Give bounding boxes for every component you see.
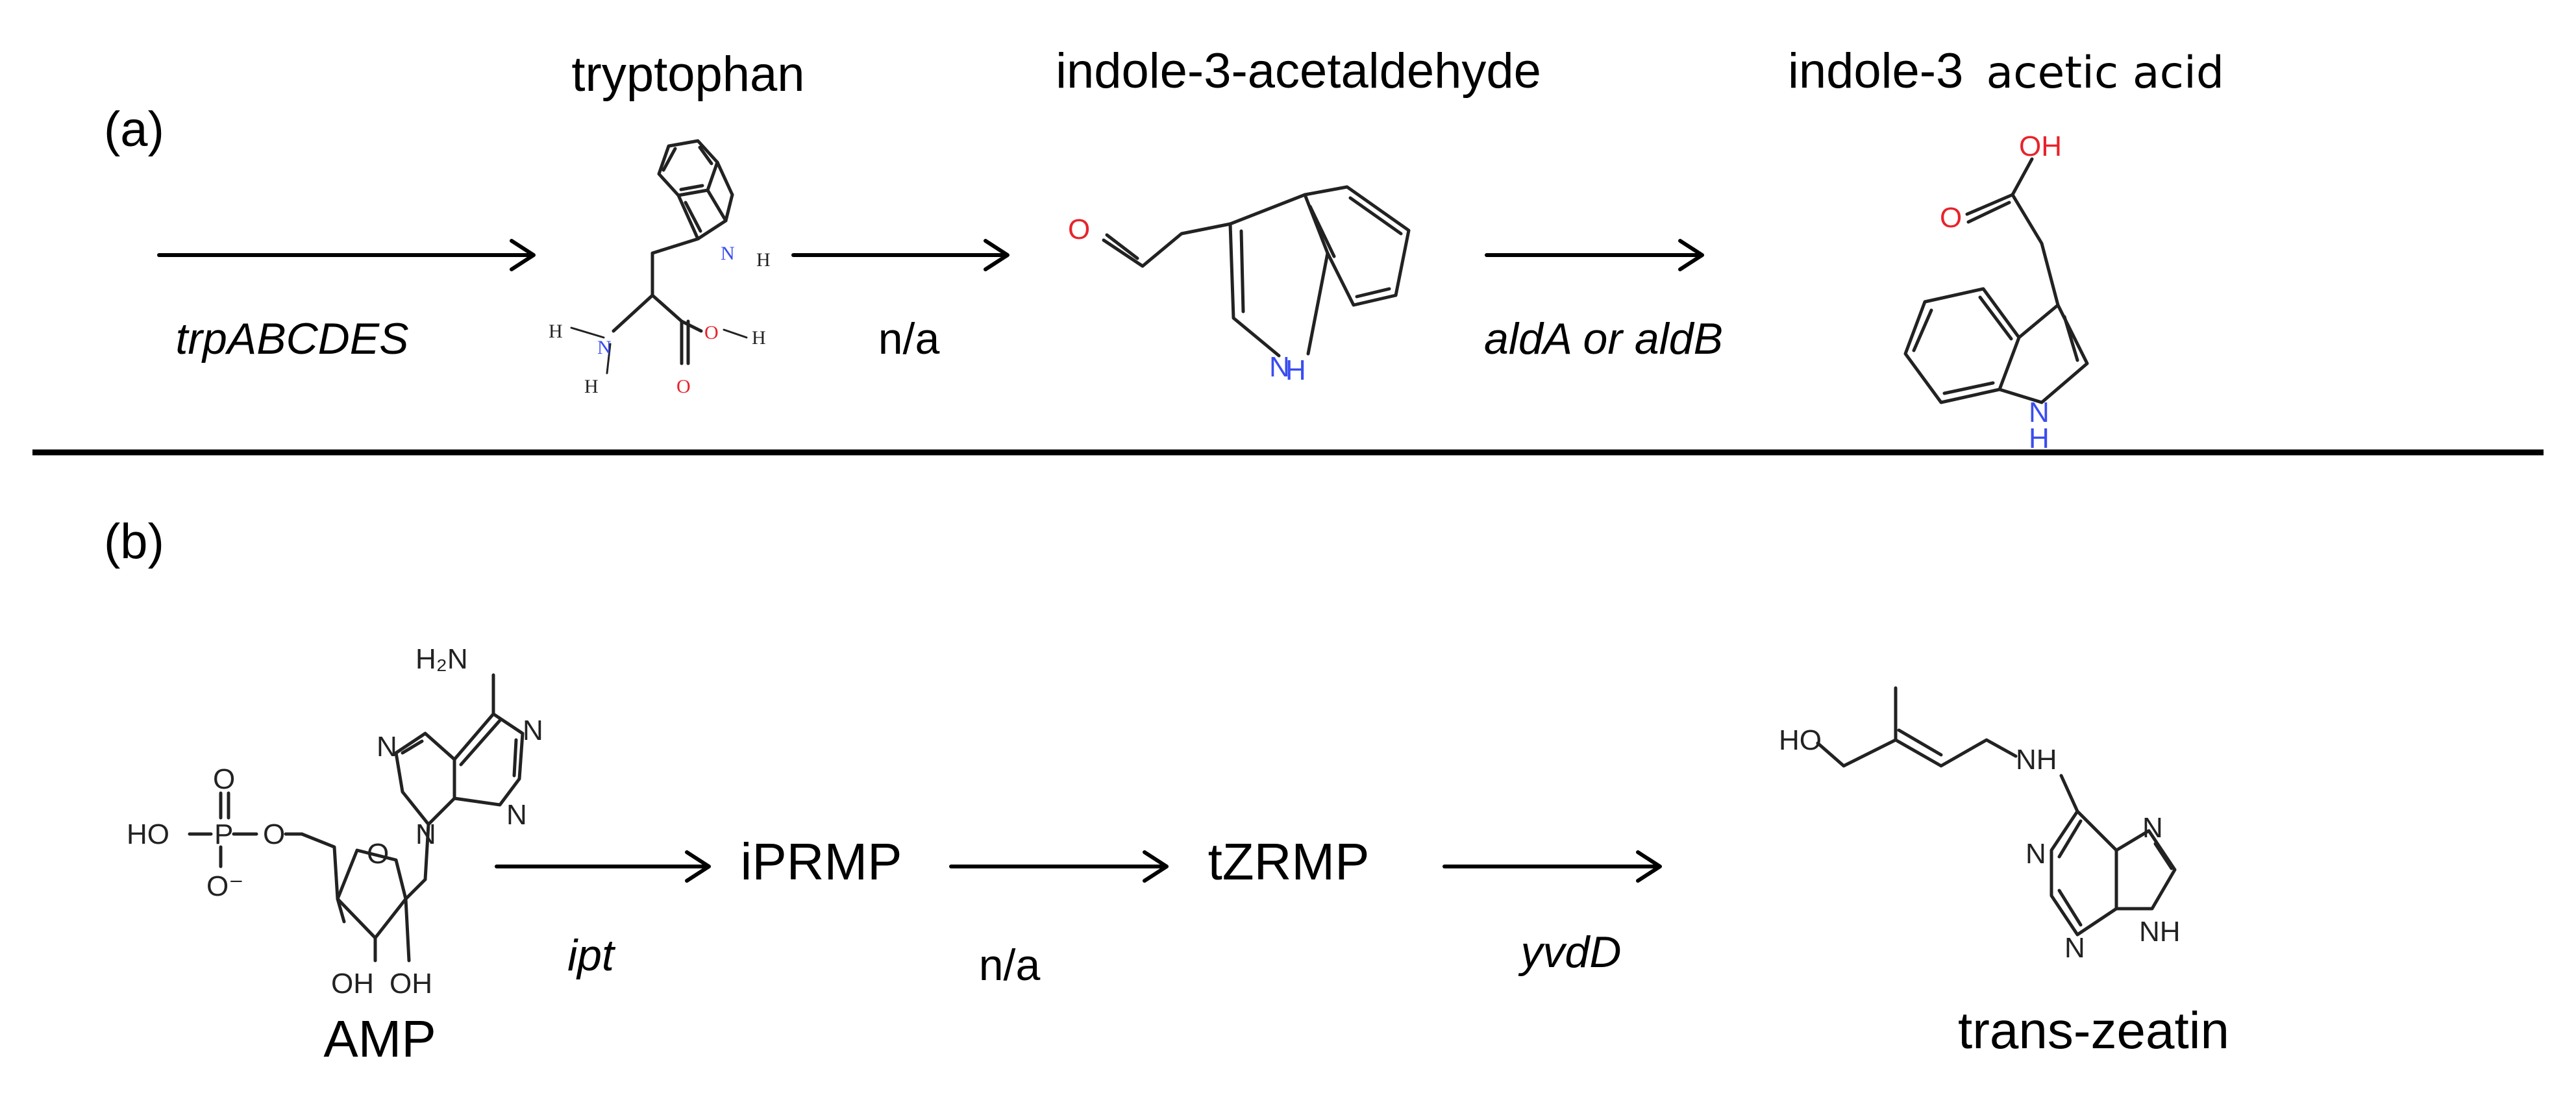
arrow-a3 [1485, 239, 1704, 271]
trp-hydroxyl-o: O [704, 322, 719, 343]
gene-na-a: n/a [878, 314, 940, 363]
panel-a-label: (a) [104, 102, 164, 157]
amp-p: P [214, 818, 233, 850]
tryptophan-title: tryptophan [571, 47, 804, 102]
amp-o-minus: O⁻ [206, 870, 243, 902]
amp-oh-1: OH [331, 968, 374, 1000]
amp-o-top: O [213, 763, 235, 795]
arrow-b2 [949, 850, 1169, 883]
arrow-a1 [157, 239, 536, 271]
iaa-title-prefix: indole-3 [1788, 43, 1963, 99]
gene-trpABCDES: trpABCDES [176, 314, 409, 363]
tz-ho: HO [1779, 724, 1822, 756]
trp-indole-n: N [721, 243, 735, 264]
trans-zeatin-structure [1816, 686, 2177, 937]
tz-n-ring-1: N [2025, 838, 2046, 870]
indole-acetaldehyde-title: indole-3-acetaldehyde [1056, 43, 1541, 99]
tz-nh: NH [2016, 744, 2057, 776]
arrow-b1 [495, 850, 711, 883]
tzrmp-label: tZRMP [1208, 833, 1370, 890]
iaa-indole-n: N [2029, 397, 2050, 428]
trp-amine-h1: H [549, 321, 563, 342]
trans-zeatin-label: trans-zeatin [1958, 1001, 2229, 1059]
tz-nh-imid: NH [2139, 916, 2181, 948]
amp-ring-o: O [367, 838, 389, 870]
iaald-indole-h: H [1285, 354, 1306, 386]
tryptophan-structure [570, 139, 748, 375]
tz-n-ring-2: N [2064, 932, 2085, 964]
tz-n-imid: N [2142, 812, 2163, 844]
iaa-carbonyl-o: O [1940, 202, 1962, 234]
amp-oh-2: OH [390, 968, 432, 1000]
amp-n7: N [377, 731, 397, 763]
gene-aldA-aldB: aldA or aldB [1484, 314, 1723, 363]
iaald-indole-n: N [1269, 351, 1290, 383]
indole-acetaldehyde-structure [1102, 185, 1411, 358]
amp-ho: HO [127, 818, 169, 850]
arrow-b3 [1443, 850, 1662, 883]
iaa-title-suffix: acetic acid [1986, 47, 2224, 99]
trp-indole-h: H [756, 249, 771, 271]
amp-o-bridge: O [263, 818, 285, 850]
iaa-structure [1903, 157, 2089, 404]
amp-n9: N [415, 818, 436, 850]
gene-yvdD: yvdD [1518, 927, 1622, 977]
trp-carbonyl-o: O [676, 376, 691, 397]
gene-na-b: n/a [979, 940, 1041, 990]
amp-label: AMP [323, 1010, 436, 1068]
panel-b-label: (b) [104, 514, 164, 569]
iaa-title: indole-3 acetic acid [1788, 43, 2224, 99]
iaald-aldehyde-o: O [1068, 214, 1090, 245]
amp-h2n: H₂N [415, 643, 468, 675]
trp-amine-h2: H [584, 376, 599, 397]
amp-n3: N [506, 799, 527, 831]
amp-structure [188, 673, 525, 963]
iaa-indole-h: H [2029, 423, 2050, 454]
iprmp-label: iPRMP [741, 833, 902, 890]
trp-hydroxyl-h: H [752, 327, 766, 349]
iaa-hydroxyl: OH [2019, 130, 2062, 162]
trp-amine-n: N [597, 337, 612, 358]
amp-n1: N [523, 715, 543, 746]
arrow-a2 [791, 239, 1009, 271]
gene-ipt: ipt [567, 931, 616, 980]
